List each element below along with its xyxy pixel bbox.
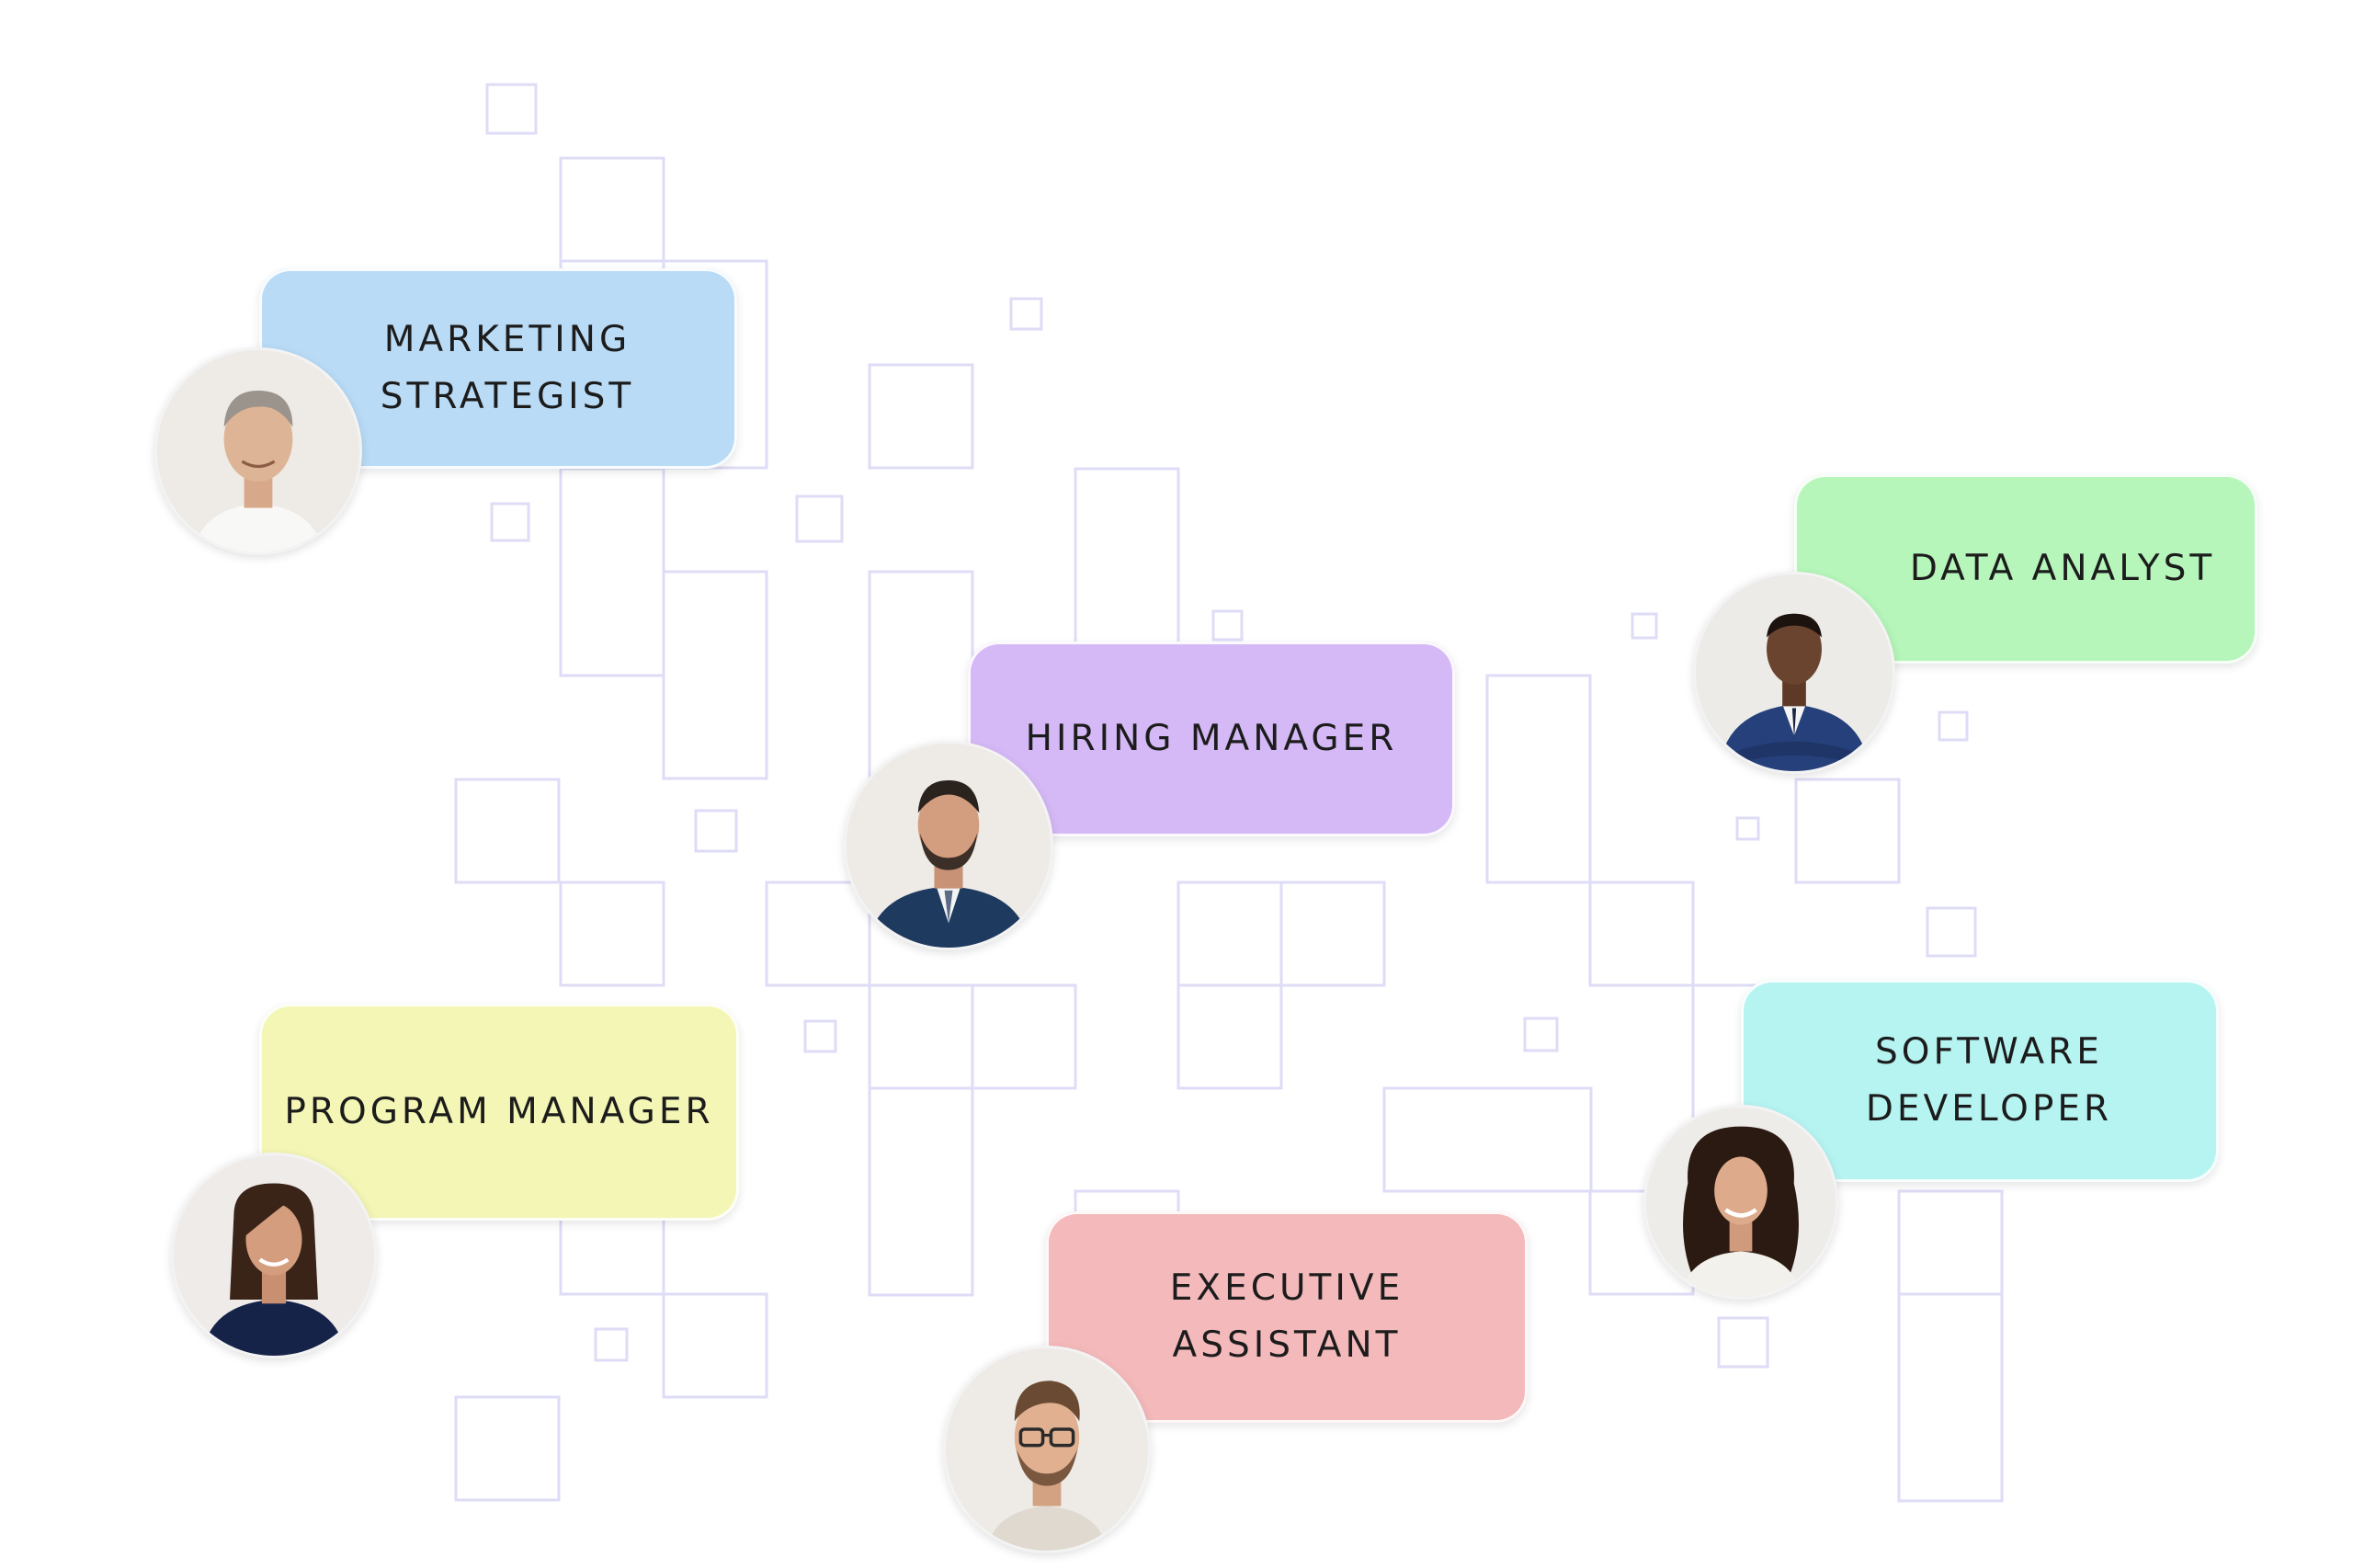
grid-squares — [454, 83, 2004, 1503]
card-label: HIRING MANAGER — [1025, 718, 1398, 759]
executive-assistant-card[interactable]: EXECUTIVE ASSISTANT — [1046, 1211, 1528, 1423]
man-glasses-beard-portrait-icon — [943, 1346, 1151, 1553]
woman-dark-hair-navy-blouse-portrait-icon — [171, 1153, 377, 1358]
man-grey-hair-white-tee-portrait-icon — [154, 347, 362, 555]
card-label: PROGRAM MANAGER — [284, 1091, 714, 1132]
card-label: EXECUTIVE ASSISTANT — [1169, 1267, 1404, 1366]
card-label: SOFTWARE DEVELOPER — [1865, 1031, 2113, 1130]
card-label: DATA ANALYST — [1909, 548, 2216, 589]
man-beard-navy-suit-portrait-icon — [844, 741, 1053, 950]
man-blue-suit-arms-crossed-portrait-icon — [1693, 572, 1895, 774]
card-label: MARKETING STRATEGIST — [380, 319, 635, 417]
hiring-manager-card[interactable]: HIRING MANAGER — [968, 642, 1455, 836]
woman-curly-hair-portrait-icon — [1643, 1105, 1838, 1300]
